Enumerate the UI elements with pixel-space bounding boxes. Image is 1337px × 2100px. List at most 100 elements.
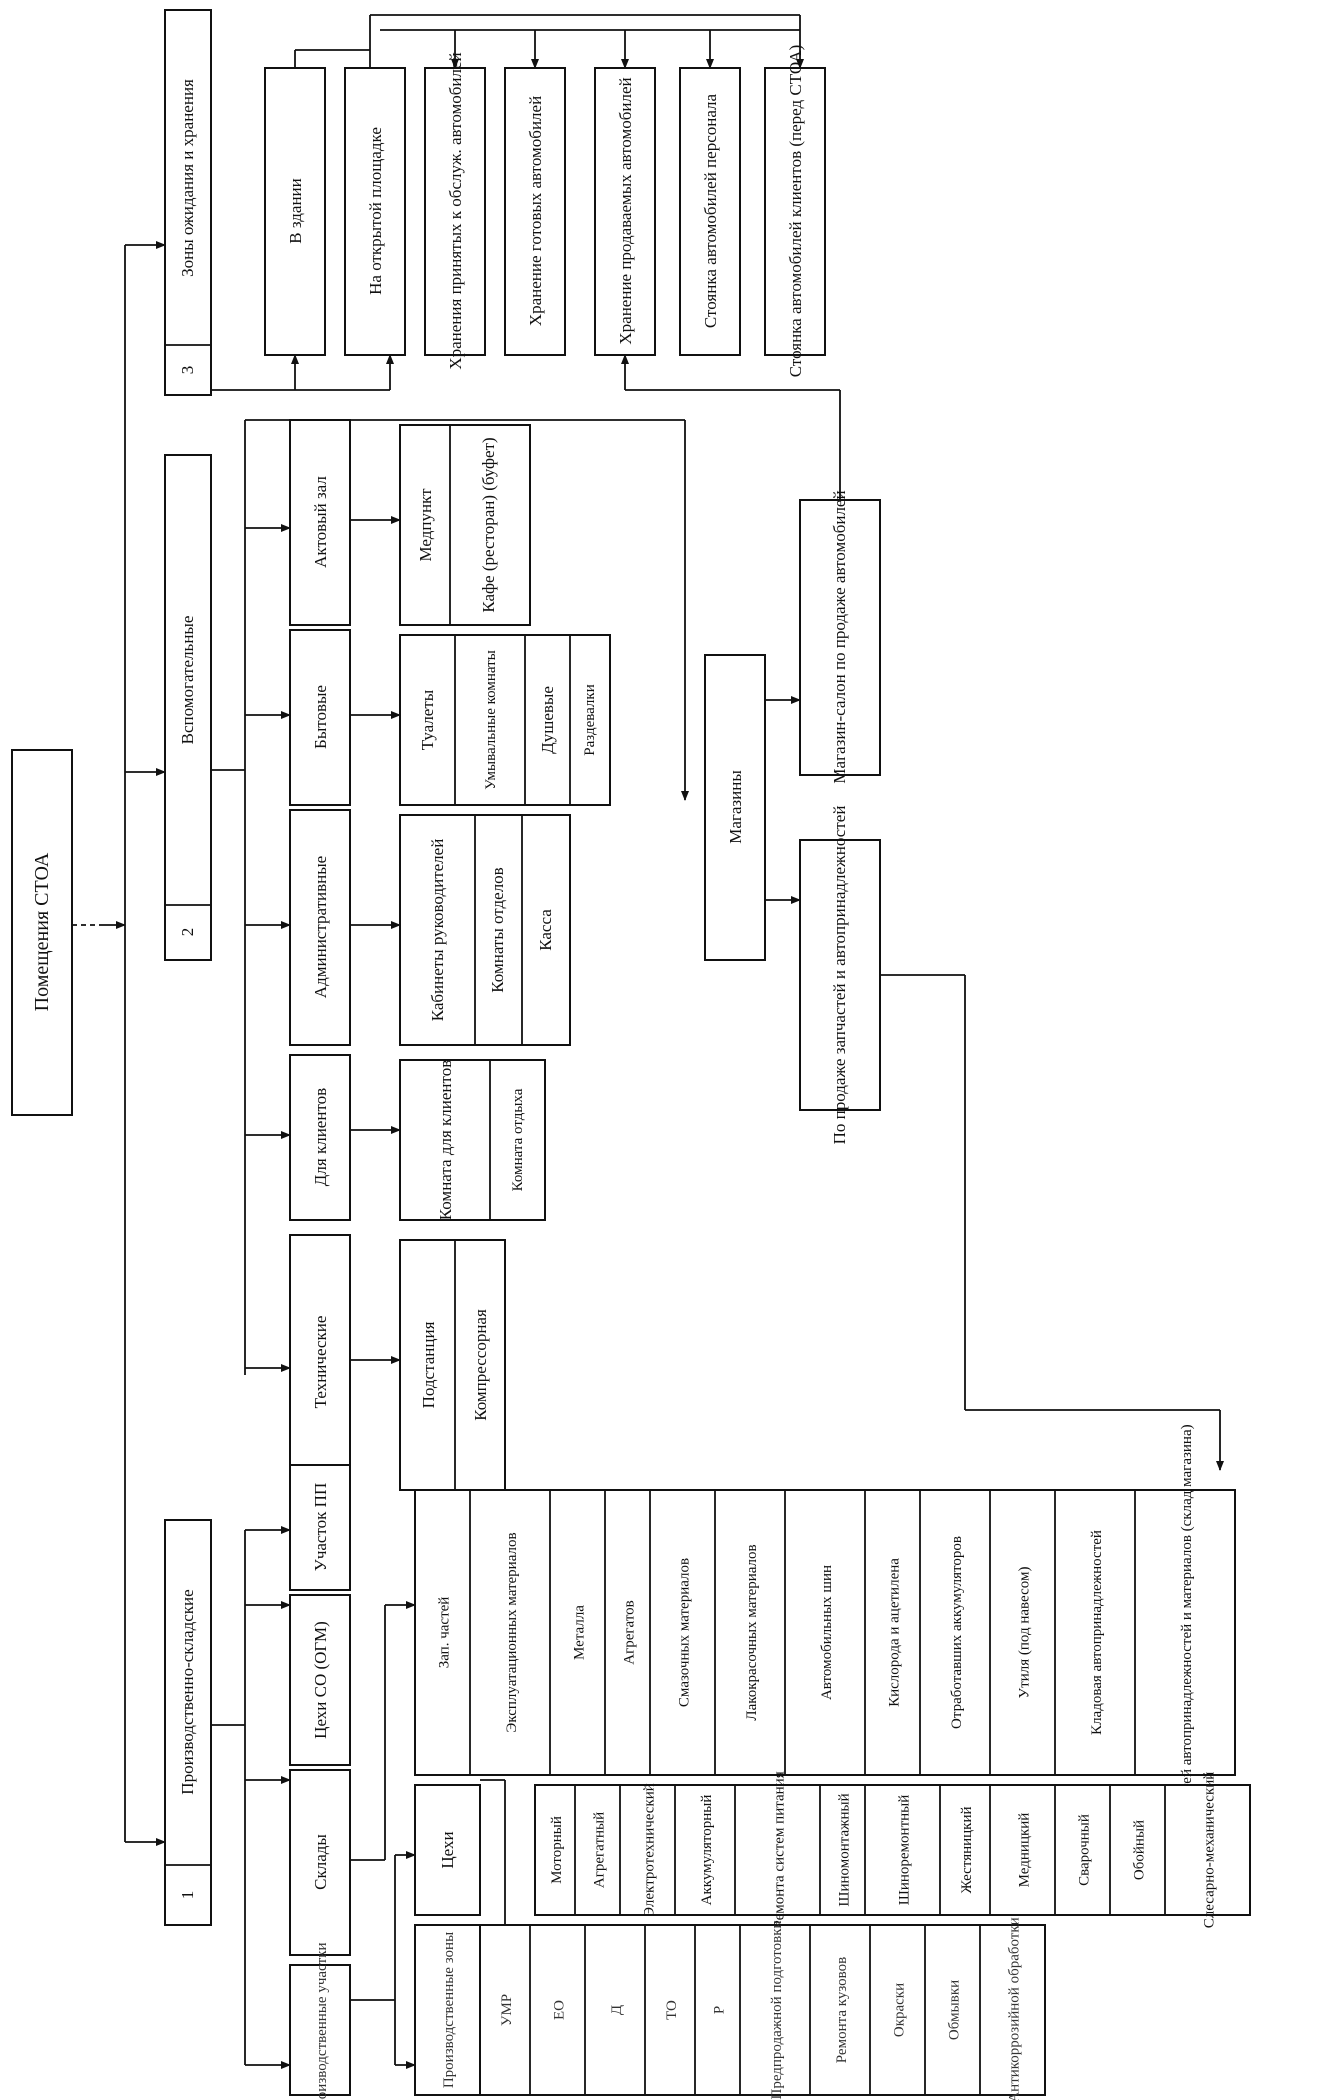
workshop-item-6: Шиноремонтный xyxy=(897,1795,913,1906)
zone-item-2: Д xyxy=(609,2005,625,2015)
storage-item-ready: Хранение готовых автомобилей xyxy=(504,67,566,356)
prod-group-zones-label: Производственные участки xyxy=(314,1942,330,2100)
workshop-item-1: Агрегатный xyxy=(592,1812,608,1888)
category-production-title: Производственно-складские xyxy=(178,1589,197,1794)
storage-item-client-parking: Стоянка автомобилей клиентов (перед СТОА… xyxy=(764,45,826,377)
prod-group-so: Цехи СО (ОГМ) xyxy=(289,1594,351,1766)
warehouse-item-9: Утиля (под навесом) xyxy=(1017,1567,1033,1699)
workshop-item-2: Электротехнический xyxy=(642,1783,658,1917)
aux-group-domestic-label: Бытовые xyxy=(311,685,330,749)
root-node: Помещения СТОА xyxy=(11,749,73,1116)
prod-group-warehouses: Склады xyxy=(289,1769,351,1956)
warehouse-item-4: Смазочных материалов xyxy=(677,1558,693,1707)
prod-group-pp-label: Участок ПП xyxy=(311,1483,330,1571)
aux-hall-item-medpunkt: Медпункт xyxy=(416,488,435,562)
prod-group-warehouses-label: Склады xyxy=(311,1834,330,1890)
category-auxiliary-title: Вспомогательные xyxy=(178,616,197,745)
category-auxiliary: 2 Вспомогательные xyxy=(164,454,212,961)
warehouse-item-0: Зап. частей xyxy=(437,1597,453,1669)
aux-domestic-item-washrooms: Умывальные комнаты xyxy=(483,650,499,790)
storage-item-accepted-label: Хранения принятых к обслуж. автомобилей xyxy=(446,52,465,369)
storage-item-staff-parking: Стоянка автомобилей персонала xyxy=(679,67,741,356)
aux-admin-item-offices: Кабинеты руководителей xyxy=(428,839,447,1022)
aux-technical-item-compressor: Компрессорная xyxy=(471,1309,490,1421)
storage-connectors xyxy=(211,14,804,391)
shop-parts-label: По продаже запчастей и автопринадлежност… xyxy=(830,806,849,1145)
storage-item-accepted: Хранения принятых к обслуж. автомобилей xyxy=(424,52,486,370)
zone-item-1: ЕО xyxy=(552,2000,568,2020)
aux-domestic-item-lockers: Раздевалки xyxy=(582,684,598,755)
aux-clients-item-rest: Комната отдыха xyxy=(510,1088,526,1191)
category-production: 1 Производственно-складские xyxy=(164,1519,212,1926)
storage-item-for-sale: Хранение продаваемых автомобилей xyxy=(594,67,656,356)
storage-type-open-area: На открытой площадке xyxy=(344,67,406,356)
aux-group-hall-label: Актовый зал xyxy=(311,476,330,568)
shops-label: Магазины xyxy=(726,770,745,844)
warehouses-table: Зап. частей Эксплуатационных материалов Ме… xyxy=(414,1424,1236,1841)
aux-group-technical-label: Технические xyxy=(311,1316,330,1409)
aux-admin-items: Кабинеты руководителей Комнаты отделов К… xyxy=(399,814,571,1046)
zone-item-0: УМР xyxy=(499,1994,515,2026)
warehouse-item-10: Кладовая автопринадлежностей xyxy=(1089,1530,1105,1735)
aux-group-clients: Для клиентов xyxy=(289,1054,351,1221)
workshop-item-5: Шиномонтажный xyxy=(837,1793,853,1906)
workshops-header: Цехи xyxy=(438,1831,457,1868)
workshop-item-10: Обойный xyxy=(1132,1820,1148,1880)
warehouse-item-1: Эксплуатационных материалов xyxy=(504,1532,520,1732)
aux-group-hall: Актовый зал xyxy=(289,419,351,626)
category-auxiliary-number: 2 xyxy=(178,928,197,937)
category-storage-title: Зоны ожидания и хранения xyxy=(178,79,197,277)
warehouse-item-8: Отработавших аккумуляторов xyxy=(949,1536,965,1729)
zone-item-3: ТО xyxy=(664,2000,680,2020)
zone-item-8: Обмывки xyxy=(947,1980,963,2040)
workshop-item-0: Моторный xyxy=(549,1816,565,1884)
aux-technical-items: Подстанция Компрессорная xyxy=(399,1239,506,1491)
zone-item-9: Антикоррозийной обработки xyxy=(1007,1917,1023,2100)
storage-type-open-area-label: На открытой площадке xyxy=(366,127,385,295)
category-production-number: 1 xyxy=(178,1891,197,1900)
category-storage: 3 Зоны ожидания и хранения xyxy=(164,9,212,396)
warehouse-item-5: Лакокрасочных материалов xyxy=(744,1544,760,1720)
aux-group-clients-label: Для клиентов xyxy=(311,1088,330,1186)
aux-domestic-item-showers: Душевые xyxy=(538,686,557,754)
production-connectors xyxy=(211,1526,536,2069)
prod-group-pp: Участок ПП xyxy=(289,1464,351,1591)
workshop-item-4: Ремонта систем питания xyxy=(772,1771,788,1928)
aux-admin-item-cashier: Касса xyxy=(536,909,555,951)
workshop-item-3: Аккумуляторный xyxy=(699,1795,715,1906)
warehouse-item-2: Металла xyxy=(572,1605,588,1660)
zone-item-7: Окраски xyxy=(892,1983,908,2037)
aux-group-technical: Технические xyxy=(289,1234,351,1491)
zone-item-4: Р xyxy=(712,2006,728,2014)
aux-technical-item-substation: Подстанция xyxy=(419,1321,438,1408)
warehouse-item-6: Автомобильных шин xyxy=(819,1565,835,1700)
workshop-item-7: Жестяницкий xyxy=(959,1806,975,1893)
workshop-item-11: Слесарно-механический xyxy=(1202,1772,1218,1929)
aux-domestic-item-toilets: Туалеты xyxy=(418,689,437,750)
workshop-item-8: Медницкий xyxy=(1017,1813,1033,1888)
warehouse-item-7: Кислорода и ацетилена xyxy=(887,1558,903,1707)
warehouse-item-3: Агрегатов xyxy=(622,1600,638,1665)
aux-admin-item-departments: Комнаты отделов xyxy=(488,867,507,992)
aux-clients-items: Комната для клиентов Комната отдыха xyxy=(399,1059,546,1221)
storage-item-client-parking-label: Стоянка автомобилей клиентов (перед СТОА… xyxy=(786,45,805,377)
aux-domestic-items: Туалеты Умывальные комнаты Душевые Разде… xyxy=(399,634,611,806)
shop-salon-label: Магазин-салон по продаже автомобилей xyxy=(830,490,849,783)
shops-node: Магазины xyxy=(704,654,766,961)
aux-group-domestic: Бытовые xyxy=(289,629,351,806)
zone-item-5: Предпродажной подготовки xyxy=(769,1920,785,2099)
storage-type-in-building: В здании xyxy=(264,67,326,356)
shop-parts: По продаже запчастей и автопринадлежност… xyxy=(799,806,881,1145)
root-connectors xyxy=(72,241,166,1846)
zone-item-6: Ремонта кузовов xyxy=(834,1957,850,2063)
workshops-table: Моторный Агрегатный Электротехнический Акку… xyxy=(414,1771,1251,1929)
prod-group-so-label: Цехи СО (ОГМ) xyxy=(311,1621,330,1739)
storage-item-for-sale-label: Хранение продаваемых автомобилей xyxy=(616,77,635,344)
warehouse-item-11: Зап. частей автопринадлежностей и матери… xyxy=(1179,1424,1195,1840)
aux-hall-item-cafe: Кафе (ресторан) (буфет) xyxy=(479,437,498,612)
storage-type-in-building-label: В здании xyxy=(286,178,305,244)
storage-item-ready-label: Хранение готовых автомобилей xyxy=(526,96,545,326)
shop-salon: Магазин-салон по продаже автомобилей xyxy=(799,490,881,784)
aux-group-admin: Административные xyxy=(289,809,351,1046)
